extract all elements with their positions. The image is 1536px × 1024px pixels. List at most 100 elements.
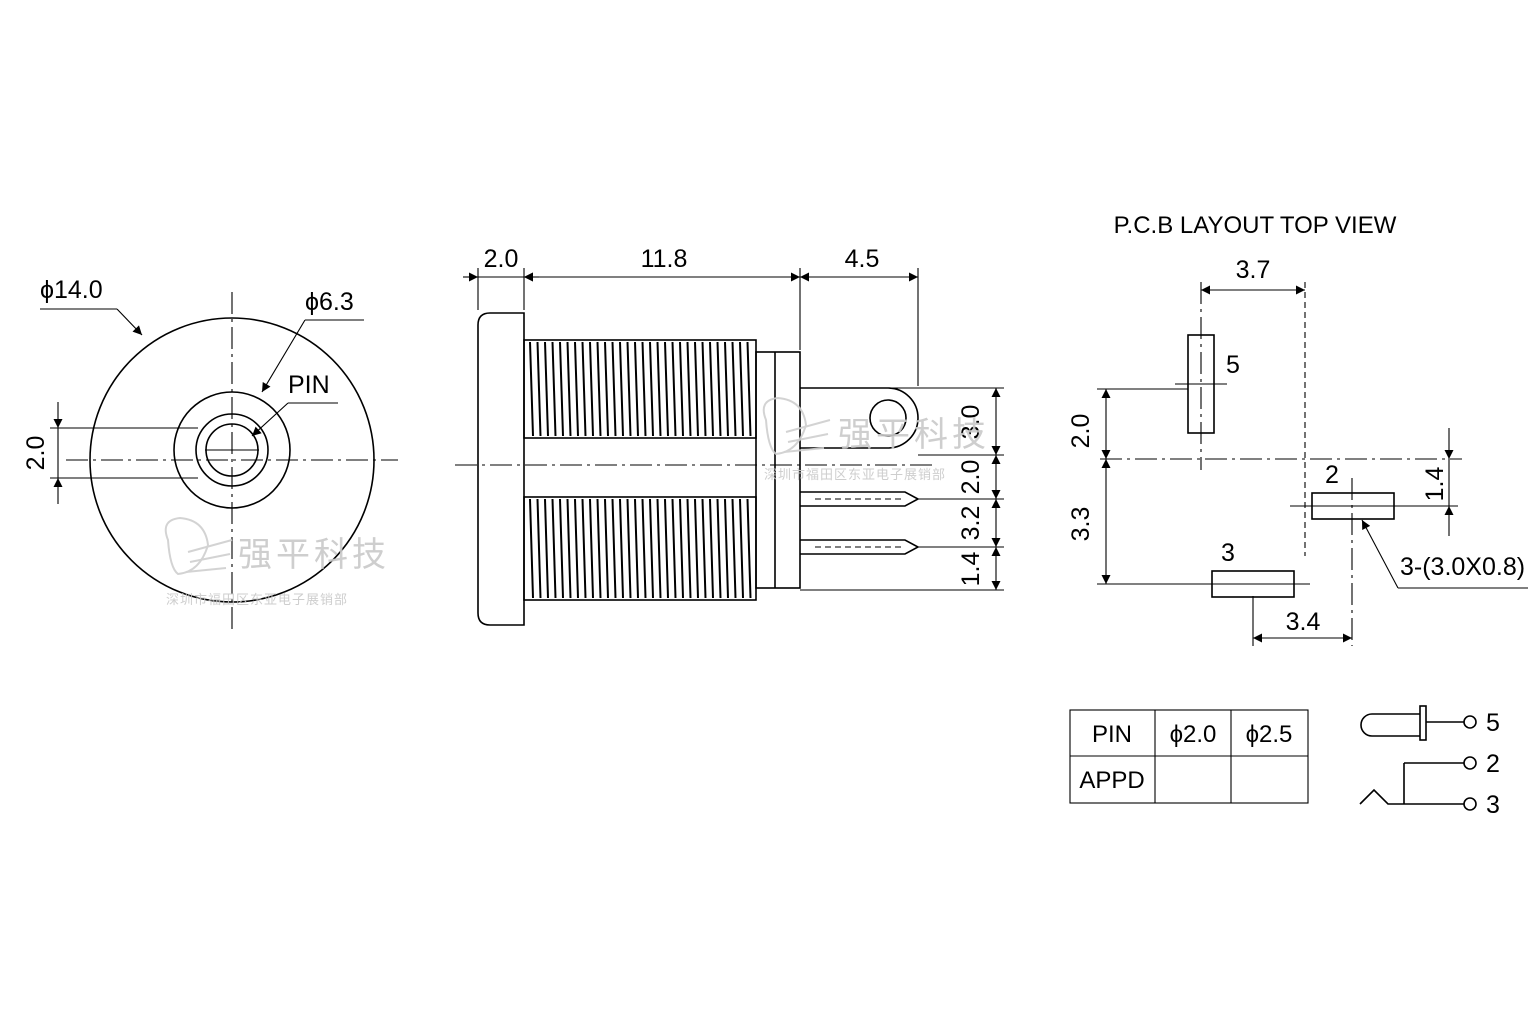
body-length-label: 11.8 xyxy=(641,245,688,273)
thread-line xyxy=(701,498,707,599)
thread-line xyxy=(596,498,602,599)
thread-line xyxy=(671,498,677,599)
thread-line xyxy=(716,341,722,437)
terminal-label-2: 2 xyxy=(1486,750,1500,778)
thread-line xyxy=(709,341,714,437)
thread-line xyxy=(641,498,647,599)
svg-text:强平科技: 强平科技 xyxy=(238,535,390,575)
thread-line xyxy=(701,341,707,437)
thread-line xyxy=(656,341,662,437)
thread-lines-upper xyxy=(529,341,752,437)
thread-line xyxy=(634,341,639,437)
thread-line xyxy=(551,498,557,599)
pin-table: PIN ϕ2.0 ϕ2.5 APPD xyxy=(1069,709,1309,804)
pcb-layout-title: P.C.B LAYOUT TOP VIEW xyxy=(1114,212,1397,239)
thread-line xyxy=(709,498,714,599)
thread-line xyxy=(619,498,624,599)
pad-label-3: 3 xyxy=(1221,539,1235,567)
dim-3-3-pcb-label: 3.3 xyxy=(1067,507,1095,542)
thread-line xyxy=(544,341,549,437)
thread-line xyxy=(626,498,632,599)
outer-diameter-label: ϕ14.0 xyxy=(40,276,103,304)
flange-width-label: 2.0 xyxy=(484,245,519,273)
thread-line xyxy=(611,498,617,599)
thread-line xyxy=(529,498,534,599)
thread-line xyxy=(739,498,744,599)
thread-line xyxy=(679,498,684,599)
thread-line xyxy=(544,498,549,599)
svg-text:深圳市福田区东亚电子展销部: 深圳市福田区东亚电子展销部 xyxy=(764,467,946,483)
table-row-appd: APPD xyxy=(1079,767,1144,794)
front-view: ϕ14.0 ϕ6.3 PIN 2.0 xyxy=(22,276,398,630)
thread-line xyxy=(686,341,692,437)
terminal-lug xyxy=(800,387,919,449)
watermark-left: 强平科技 深圳市福田区东亚电子展销部 xyxy=(164,516,390,608)
dim-1-4-pcb-label: 1.4 xyxy=(1421,467,1449,502)
terminal-label-3: 3 xyxy=(1486,791,1500,819)
pin-spacing-label: 2.0 xyxy=(22,436,50,471)
thread-line xyxy=(604,498,609,599)
dim-3-4-label: 3.4 xyxy=(1286,608,1321,636)
thread-line xyxy=(596,341,602,437)
thread-line xyxy=(559,498,564,599)
thread-line xyxy=(664,498,669,599)
thread-line xyxy=(536,498,542,599)
outer-body-circle xyxy=(89,317,375,603)
thread-line xyxy=(559,341,564,437)
thread-line xyxy=(664,341,669,437)
thread-line xyxy=(581,341,587,437)
thread-line xyxy=(671,341,677,437)
flange xyxy=(477,312,525,626)
dim-2-0-pcb-label: 2.0 xyxy=(1067,414,1095,449)
thread-line xyxy=(566,498,572,599)
dim-3-7-label: 3.7 xyxy=(1236,256,1271,284)
pcb-layout: P.C.B LAYOUT TOP VIEW 5 2 3 3.7 2.0 3.3 … xyxy=(1067,212,1528,646)
thread-line xyxy=(604,341,609,437)
inner-socket-circle xyxy=(173,391,291,509)
thread-line xyxy=(731,341,737,437)
dim-3-2-label: 3.2 xyxy=(957,506,985,541)
thread-line xyxy=(574,341,579,437)
thread-line xyxy=(649,341,654,437)
table-header-phi-2-0: ϕ2.0 xyxy=(1170,721,1217,748)
svg-text:强平科技: 强平科技 xyxy=(838,415,990,455)
thread-line xyxy=(589,498,594,599)
inner-diameter-label: ϕ6.3 xyxy=(305,288,354,316)
pad-label-5: 5 xyxy=(1226,351,1240,379)
side-view: 2.0 11.8 4.5 3.0 2.0 3.2 1.4 xyxy=(455,245,1004,626)
thread-line xyxy=(634,498,639,599)
thread-line xyxy=(686,498,692,599)
thread-line xyxy=(536,341,542,437)
thread-line xyxy=(724,498,729,599)
thread-line xyxy=(746,498,752,599)
dim-3-0-label: 3.0 xyxy=(957,405,985,440)
thread-upper xyxy=(523,339,757,439)
thread-line xyxy=(581,498,587,599)
pad-size-note: 3-(3.0X0.8) xyxy=(1400,553,1525,581)
thread-line xyxy=(694,341,699,437)
thread-line xyxy=(716,498,722,599)
terminal-label-5: 5 xyxy=(1486,709,1500,737)
thread-line xyxy=(566,341,572,437)
table-header-pin: PIN xyxy=(1092,721,1132,748)
thread-line xyxy=(551,341,557,437)
thread-line xyxy=(724,341,729,437)
table-header-phi-2-5: ϕ2.5 xyxy=(1246,721,1293,748)
thread-lower xyxy=(523,496,757,601)
thread-line xyxy=(739,341,744,437)
thread-line xyxy=(649,498,654,599)
pad-label-2: 2 xyxy=(1325,461,1339,489)
thread-line xyxy=(656,498,662,599)
schematic-symbol: 5 2 3 xyxy=(1359,705,1500,819)
thread-line xyxy=(626,341,632,437)
thread-line xyxy=(641,341,647,437)
thread-line xyxy=(731,498,737,599)
dim-1-4-label: 1.4 xyxy=(957,552,985,587)
svg-text:深圳市福田区东亚电子展销部: 深圳市福田区东亚电子展销部 xyxy=(166,592,348,608)
thread-line xyxy=(679,341,684,437)
thread-lines-lower xyxy=(529,498,752,599)
terminal-length-label: 4.5 xyxy=(845,245,880,273)
thread-line xyxy=(746,341,752,437)
thread-line xyxy=(589,341,594,437)
